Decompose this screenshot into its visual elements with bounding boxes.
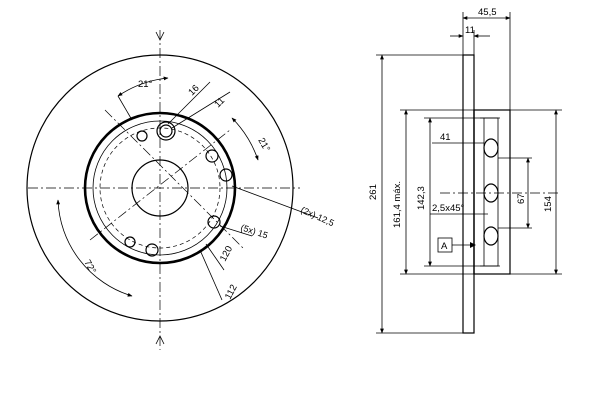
bolt-hole-5 (145, 243, 159, 257)
angle-arc-bottom-left (56, 199, 133, 297)
angle-top-label: 21° (138, 79, 153, 90)
dim-142-3-label: 142,3 (416, 186, 427, 210)
hat-section (473, 109, 511, 275)
angle-arc-right (231, 117, 259, 161)
dim-261-label: 261 (368, 184, 379, 200)
dim-154-label: 154 (543, 196, 554, 212)
dim-67-label: 67 (516, 193, 527, 204)
dim-161-4-label: 161,4 máx. (392, 181, 403, 228)
angle-bottom-left-label: 72° (81, 258, 98, 276)
dim-41-label: 41 (440, 132, 451, 143)
bolt-hole-1 (159, 124, 173, 138)
section-bolt-hole-top (483, 138, 499, 158)
bolt-hole-2 (205, 149, 219, 163)
bolt-hole-7 (136, 130, 148, 142)
friction-plate (462, 54, 475, 334)
bolt-hole-4 (207, 215, 221, 229)
chamfer-label: 2,5x45° (432, 203, 465, 214)
angle-right-label: 21° (255, 136, 272, 154)
dim-12-5-label: (2x) 12,5 (299, 205, 336, 229)
bolt-hole-3 (219, 168, 233, 182)
dim-120-label: 120 (218, 244, 235, 263)
hat-inner-edge (92, 120, 228, 256)
datum-label: A (441, 241, 448, 252)
bolt-hole-1-ring (156, 121, 176, 141)
dim-15-label: (5x) 15 (239, 222, 269, 240)
dim-11-side-label: 11 (465, 25, 475, 36)
bolt-circle (99, 127, 221, 249)
section-bolt-hole-bottom (483, 226, 499, 246)
dim-16-label: 16 (186, 83, 201, 98)
side-view: 45,5 11 41 261 161,4 máx. 142,3 67 (368, 7, 562, 334)
disc-outer-edge (26, 54, 294, 322)
hat-outer-edge (83, 111, 237, 265)
center-line-bolt (89, 129, 231, 241)
angle-arc-top (117, 76, 169, 97)
front-view: 21° 21° 72° 16 11 (2x) 12,5 (5x) 15 120 … (26, 30, 336, 350)
dim-112-label: 112 (223, 283, 240, 302)
dim-45-5-label: 45,5 (478, 7, 497, 18)
dim-11-label: 11 (212, 95, 227, 110)
center-bore (131, 159, 189, 217)
